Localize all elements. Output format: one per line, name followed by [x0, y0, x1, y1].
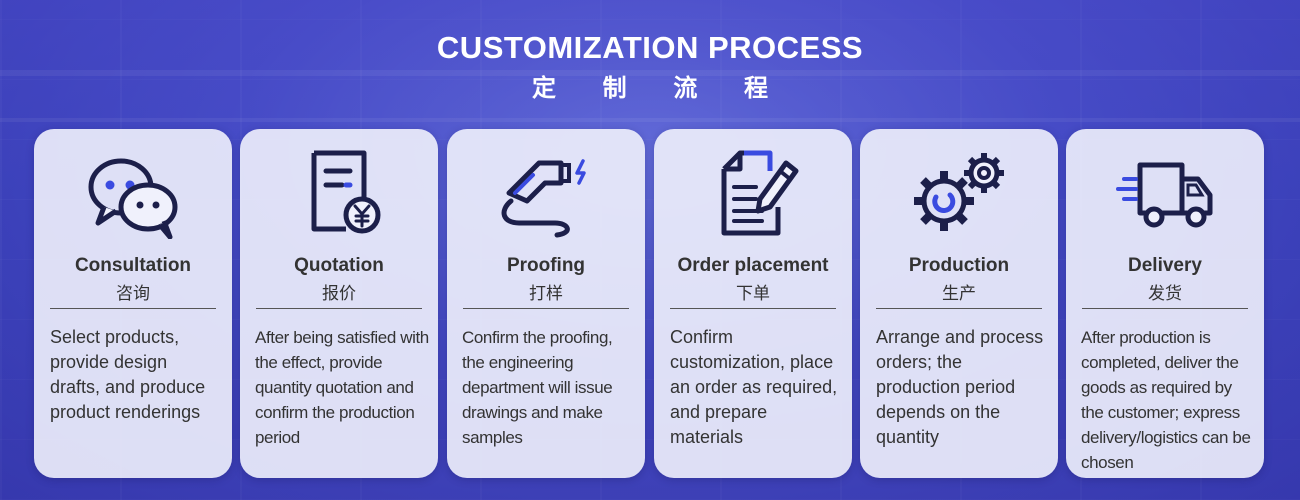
divider — [876, 308, 1042, 309]
step-description: Arrange and process orders; the producti… — [876, 327, 1044, 447]
divider — [50, 308, 216, 309]
step-title-zh: 报价 — [322, 284, 356, 303]
step-description: Select products, provide design drafts, … — [50, 327, 206, 422]
delivery-truck-icon — [1110, 149, 1220, 239]
page-subtitle: 定 制 流 程 — [531, 75, 788, 102]
step-description: Confirm the proofing, the engineering de… — [462, 328, 613, 447]
step-card-delivery: Delivery 发货 After production is complete… — [1066, 129, 1264, 478]
step-card-order-placement: Order placement 下单 Confirm customization… — [654, 129, 852, 478]
step-title: Delivery — [1128, 255, 1202, 276]
step-description: After production is completed, deliver t… — [1081, 328, 1251, 472]
page-title: CUSTOMIZATION PROCESS — [436, 30, 864, 65]
divider — [256, 308, 422, 309]
document-edit-icon — [698, 149, 808, 239]
gears-icon — [904, 149, 1014, 239]
step-description: After being satisfied with the effect, p… — [255, 328, 429, 447]
step-description: Confirm customization, place an order as… — [670, 327, 838, 447]
step-title: Production — [908, 255, 1010, 276]
step-card-production: Production 生产 Arrange and process orders… — [860, 129, 1058, 478]
header: CUSTOMIZATION PROCESS 定 制 流 程 — [0, 30, 1300, 103]
wechat-chat-icon — [78, 149, 188, 240]
background-beam — [0, 118, 1300, 122]
step-title-zh: 打样 — [529, 284, 563, 303]
step-title: Proofing — [506, 255, 586, 276]
charging-gun-icon — [491, 149, 601, 239]
step-title: Quotation — [294, 255, 384, 276]
step-title-zh: 发货 — [1148, 284, 1182, 303]
divider — [463, 308, 629, 309]
background-beam — [0, 70, 1300, 76]
step-title: Consultation — [74, 255, 192, 276]
step-card-quotation: Quotation 报价 After being satisfied with … — [240, 129, 438, 478]
yuan-document-icon — [284, 149, 394, 239]
step-card-consultation: Consultation 咨询 Select products, provide… — [34, 129, 232, 478]
step-title-zh: 下单 — [736, 284, 770, 303]
step-card-proofing: Proofing 打样 Confirm the proofing, the en… — [447, 129, 645, 478]
step-title-zh: 咨询 — [116, 284, 150, 303]
step-title: Order placement — [677, 255, 829, 276]
divider — [1082, 308, 1248, 309]
step-title-zh: 生产 — [942, 284, 976, 303]
divider — [670, 308, 836, 309]
